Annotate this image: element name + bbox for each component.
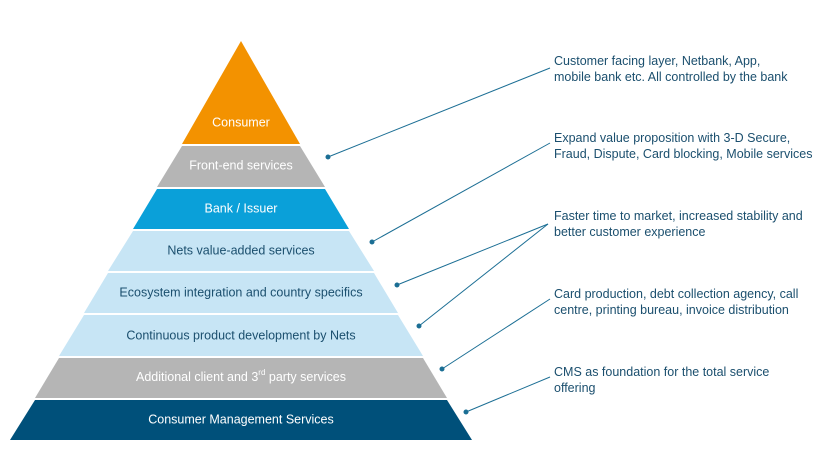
- tier-front-end-services: [157, 146, 325, 187]
- annotation-1-line-1: Customer facing layer, Netbank, App,: [554, 54, 761, 68]
- tier-nets-value-added-services: [108, 231, 374, 271]
- tier-consumer-management-services-label: Consumer Management Services: [148, 412, 334, 426]
- connector-dot-1: [325, 154, 331, 160]
- tier-bank-issuer-label: Bank / Issuer: [205, 201, 278, 215]
- tier-continuous-product-development: [59, 315, 423, 356]
- connector-dot-5: [463, 409, 469, 415]
- tier-consumer-label: Consumer: [212, 115, 270, 129]
- annotation-3-line-1: Faster time to market, increased stabili…: [554, 209, 803, 223]
- connector-dot-3b: [416, 323, 422, 329]
- connector-lines: [325, 67, 551, 415]
- annotation-2-line-2: Fraud, Dispute, Card blocking, Mobile se…: [554, 147, 813, 161]
- tier-ecosystem-integration: [84, 273, 398, 313]
- connector-line-3a: [396, 223, 549, 286]
- annotation-4-line-2: centre, printing bureau, invoice distrib…: [554, 303, 789, 317]
- annotation-cms-foundation: CMS as foundation for the total service …: [554, 364, 816, 396]
- tier-bank-issuer: [133, 189, 349, 229]
- connector-dot-4: [439, 366, 445, 372]
- annotation-3-line-2: better customer experience: [554, 225, 706, 239]
- annotation-5-line-2: offering: [554, 381, 596, 395]
- connector-line-5: [465, 376, 551, 413]
- tier-additional-client-services-label: Additional client and 3rd party services: [136, 368, 346, 384]
- connector-line-2: [371, 142, 551, 243]
- connector-line-4: [441, 298, 551, 370]
- connector-dot-2: [369, 239, 375, 245]
- tier-front-end-services-label: Front-end services: [189, 158, 293, 172]
- tier-consumer-management-services: [10, 400, 472, 440]
- annotation-card-production: Card production, debt collection agency,…: [554, 286, 816, 318]
- connector-line-3b: [418, 223, 549, 327]
- annotation-customer-facing-layer: Customer facing layer, Netbank, App, mob…: [554, 53, 816, 85]
- annotation-2-line-1: Expand value proposition with 3-D Secure…: [554, 131, 791, 145]
- tier-consumer: [182, 41, 300, 144]
- tier-ecosystem-integration-label: Ecosystem integration and country specif…: [119, 285, 362, 299]
- annotation-5-line-1: CMS as foundation for the total service: [554, 365, 770, 379]
- annotation-1-line-2: mobile bank etc. All controlled by the b…: [554, 70, 788, 84]
- annotation-faster-time-to-market: Faster time to market, increased stabili…: [554, 208, 816, 240]
- connector-line-1: [327, 67, 551, 158]
- tier-nets-value-added-services-label: Nets value-added services: [167, 243, 314, 257]
- connector-dot-3a: [394, 282, 400, 288]
- tier-additional-client-services: [35, 358, 447, 398]
- annotation-expand-value-proposition: Expand value proposition with 3-D Secure…: [554, 130, 816, 162]
- tier-continuous-product-development-label: Continuous product development by Nets: [126, 328, 355, 342]
- annotation-4-line-1: Card production, debt collection agency,…: [554, 287, 799, 301]
